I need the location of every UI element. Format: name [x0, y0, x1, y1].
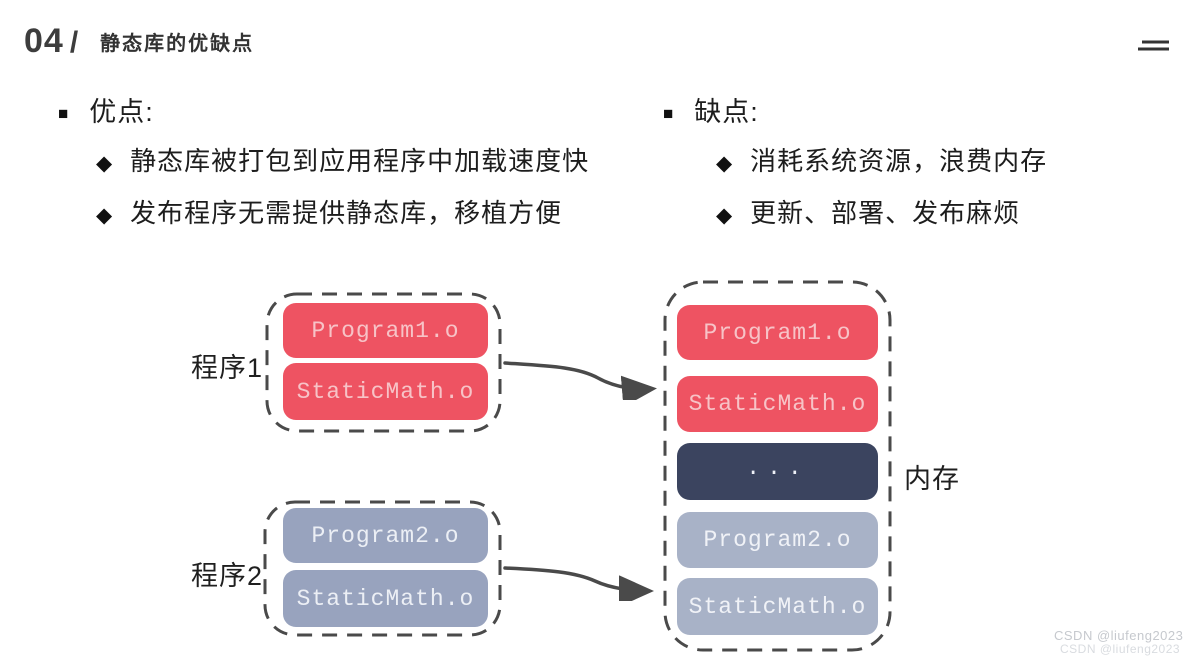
diamond-bullet-icon: ◆: [716, 152, 733, 175]
title-text: 静态库的优缺点: [100, 33, 255, 55]
memory-group: Program1.o StaticMath.o ... Program2.o S…: [663, 280, 892, 652]
object-file-label: StaticMath.o: [296, 378, 475, 405]
program2-group: Program2.o StaticMath.o: [263, 500, 502, 637]
object-file-label: Program2.o: [703, 527, 852, 553]
program1-group: Program1.o StaticMath.o: [265, 292, 502, 433]
page-title: 04 / 静态库的优缺点: [24, 22, 254, 61]
diamond-bullet-icon: ◆: [96, 204, 113, 227]
dashed-border: [265, 292, 502, 433]
arrow-program2-to-memory: [503, 566, 654, 601]
object-file-label: StaticMath.o: [688, 593, 867, 620]
memory-object-box: StaticMath.o: [677, 376, 878, 432]
square-bullet-icon: ■: [663, 104, 674, 123]
pros-heading-label: 优点:: [89, 97, 154, 127]
cons-heading-label: 缺点:: [694, 97, 759, 127]
pros-item: ◆ 静态库被打包到应用程序中加载速度快: [96, 146, 590, 177]
pros-item-label: 发布程序无需提供静态库，移植方便: [130, 198, 563, 228]
pros-item-label: 静态库被打包到应用程序中加载速度快: [130, 146, 590, 176]
title-slash: /: [69, 26, 79, 59]
watermark: CSDN @liufeng2023: [1060, 642, 1181, 656]
object-file-box: StaticMath.o: [283, 363, 488, 420]
cons-item: ◆ 消耗系统资源，浪费内存: [716, 146, 1048, 177]
object-file-label: StaticMath.o: [296, 585, 475, 612]
memory-ellipsis-box: ...: [677, 443, 878, 500]
object-file-label: StaticMath.o: [688, 391, 867, 417]
arrow-program1-to-memory: [503, 361, 657, 400]
memory-label: 内存: [904, 464, 960, 494]
object-file-label: Program2.o: [311, 522, 460, 549]
object-file-box: Program2.o: [283, 508, 488, 563]
program2-label: 程序2: [191, 561, 264, 591]
program1-label: 程序1: [191, 353, 264, 383]
memory-object-box: StaticMath.o: [677, 578, 878, 635]
cons-heading: ■ 缺点:: [663, 97, 759, 128]
cons-item: ◆ 更新、部署、发布麻烦: [716, 198, 1021, 229]
diamond-bullet-icon: ◆: [96, 152, 113, 175]
memory-object-box: Program2.o: [677, 512, 878, 568]
watermark: CSDN @liufeng2023: [1054, 628, 1184, 643]
object-file-label: Program1.o: [703, 319, 852, 346]
menu-icon[interactable]: [1136, 38, 1172, 54]
square-bullet-icon: ■: [58, 104, 69, 123]
dashed-border: [263, 500, 502, 637]
object-file-box: StaticMath.o: [283, 570, 488, 627]
cons-item-label: 消耗系统资源，浪费内存: [750, 146, 1048, 176]
pros-item: ◆ 发布程序无需提供静态库，移植方便: [96, 198, 563, 229]
pros-heading: ■ 优点:: [58, 97, 154, 128]
diamond-bullet-icon: ◆: [716, 204, 733, 227]
object-file-box: Program1.o: [283, 303, 488, 358]
dashed-border: [663, 280, 892, 652]
section-number: 04: [24, 22, 64, 60]
object-file-label: Program1.o: [311, 317, 460, 344]
ellipsis-label: ...: [746, 454, 809, 481]
memory-object-box: Program1.o: [677, 305, 878, 360]
cons-item-label: 更新、部署、发布麻烦: [750, 198, 1021, 228]
